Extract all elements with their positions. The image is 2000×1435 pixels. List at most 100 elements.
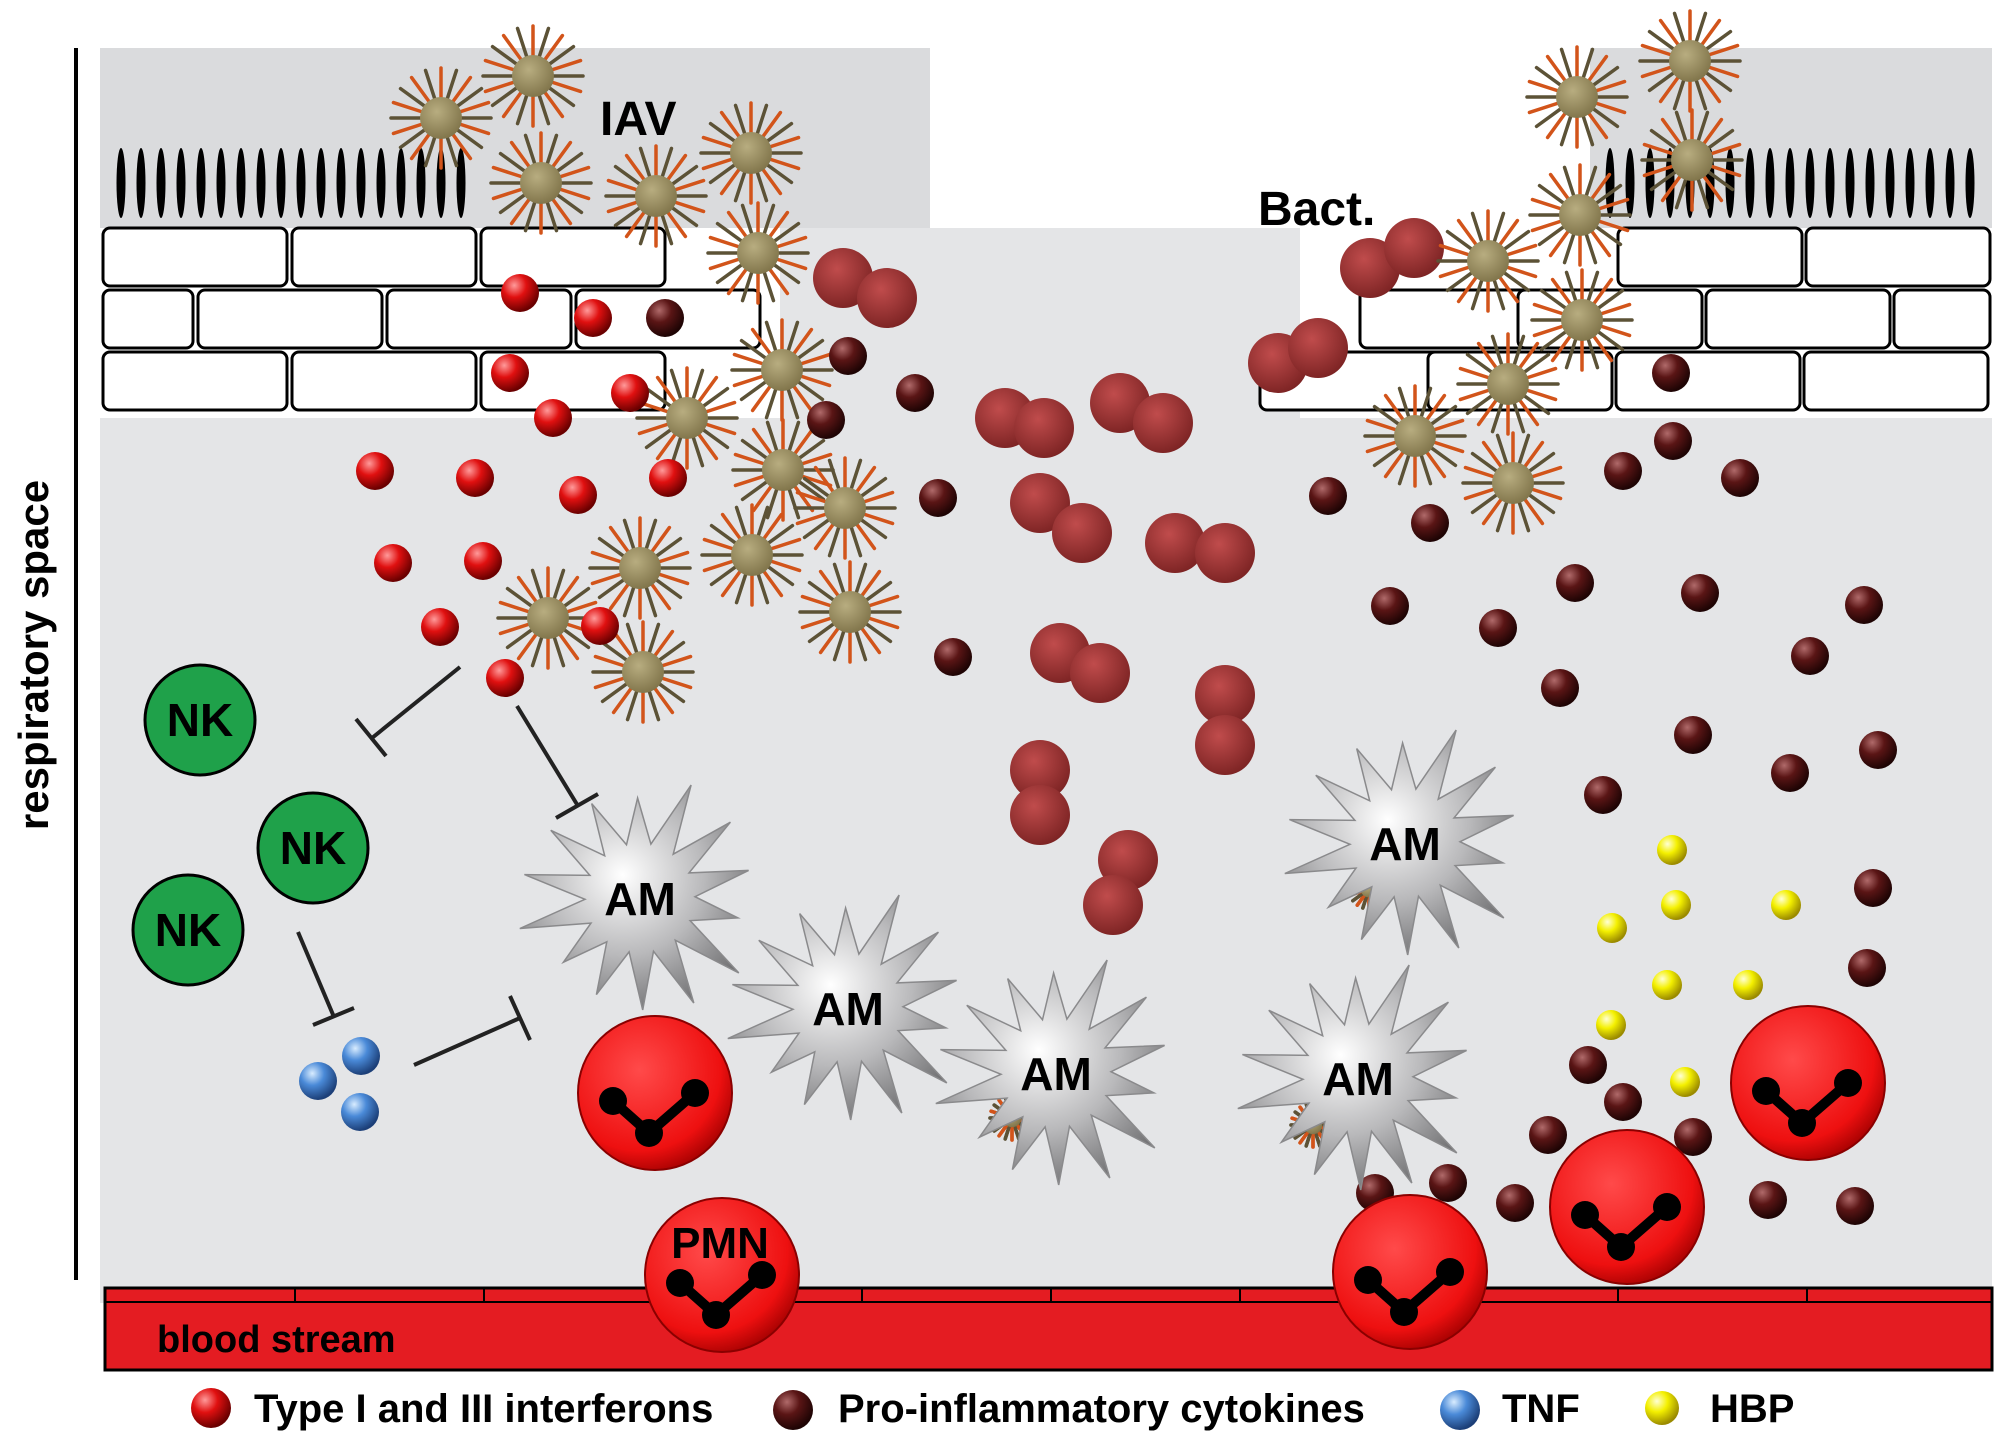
cytokine-27	[1529, 1116, 1567, 1154]
svg-text:AM: AM	[604, 873, 676, 925]
virus-13	[798, 560, 902, 664]
svg-text:AM: AM	[812, 983, 884, 1035]
blood-stream-label: blood stream	[157, 1319, 396, 1361]
tnf-3	[341, 1093, 379, 1131]
cytokine-9	[1652, 354, 1690, 392]
cytokine-24	[1854, 869, 1892, 907]
legend-tnf: TNF	[1440, 1387, 1580, 1431]
interferon-6	[356, 452, 394, 490]
hbp-7	[1596, 1010, 1626, 1040]
neutrophil-2	[644, 1197, 800, 1353]
svg-text:NK: NK	[280, 822, 346, 874]
hbp-1	[1657, 835, 1687, 865]
bacterium-1	[813, 248, 917, 328]
cytokine-6	[934, 638, 972, 676]
svg-text:AM: AM	[1322, 1053, 1394, 1105]
svg-text:Pro-inflammatory cytokines: Pro-inflammatory cytokines	[838, 1387, 1365, 1431]
legend: Type I and III interferons Pro-inflammat…	[191, 1387, 1794, 1431]
interferon-11	[464, 542, 502, 580]
svg-text:Type I and III interferons: Type I and III interferons	[254, 1387, 713, 1431]
legend-cytokines: Pro-inflammatory cytokines	[773, 1387, 1365, 1431]
cytokine-34	[1836, 1187, 1874, 1225]
svg-text:NK: NK	[155, 904, 221, 956]
bacterium-7	[1145, 513, 1255, 583]
bacterium-3	[1090, 373, 1193, 453]
cytokine-21	[1859, 731, 1897, 769]
cytokine-31	[1429, 1164, 1467, 1202]
ifn-inhibits-am-arrow	[515, 704, 599, 820]
alveolar-macrophage-4: AM	[1284, 729, 1514, 956]
virus-22	[1456, 332, 1560, 436]
alveolar-macrophage-3: AM	[935, 959, 1165, 1186]
tnf-1	[342, 1037, 380, 1075]
virus-18	[1640, 108, 1744, 212]
hbp-8	[1670, 1067, 1700, 1097]
interferon-13	[581, 607, 619, 645]
svg-text:AM: AM	[1020, 1048, 1092, 1100]
cytokine-11	[1604, 452, 1642, 490]
svg-text:HBP: HBP	[1710, 1387, 1794, 1431]
virus-19	[1528, 163, 1632, 267]
legend-ifn: Type I and III interferons	[191, 1387, 713, 1431]
cytokine-8	[1411, 504, 1449, 542]
svg-text:TNF: TNF	[1502, 1387, 1580, 1431]
bacteria-label: Bact.	[1258, 183, 1375, 236]
tnf-inhibits-am-arrow	[413, 995, 532, 1067]
virus-8	[635, 366, 739, 470]
cytokine-25	[1848, 949, 1886, 987]
alveolar-macrophage-layer: AM AM AM AM AM	[519, 729, 1514, 1191]
virus-6	[706, 201, 810, 305]
cilia-left	[116, 148, 466, 218]
interferon-1	[501, 274, 539, 312]
interferon-10	[374, 544, 412, 582]
cytokine-33	[1749, 1181, 1787, 1219]
bacteria-layer	[813, 218, 1444, 935]
interferon-4	[534, 399, 572, 437]
virus-21	[1530, 268, 1634, 372]
cytokine-5	[919, 479, 957, 517]
inhibition-arrows	[296, 665, 599, 1067]
cytokine-15	[1556, 564, 1594, 602]
alveolar-macrophage-1: AM	[519, 784, 749, 1011]
interferon-5	[611, 374, 649, 412]
nk-inhibits-tnf-arrow	[296, 931, 355, 1027]
pmn-label: PMN	[671, 1219, 769, 1268]
interferon-7	[456, 459, 494, 497]
cytokine-10	[1654, 422, 1692, 460]
bacterium-9	[1195, 665, 1255, 775]
cytokine-13	[1371, 587, 1409, 625]
cytokine-14	[1479, 609, 1517, 647]
cytokine-32	[1496, 1184, 1534, 1222]
cytokine-18	[1791, 637, 1829, 675]
cytokine-16	[1681, 574, 1719, 612]
cytokine-23	[1584, 776, 1622, 814]
cytokine-22	[1771, 754, 1809, 792]
interferon-12	[421, 608, 459, 646]
hbp-4	[1771, 890, 1801, 920]
virus-11	[700, 503, 804, 607]
interferon-14	[486, 659, 524, 697]
legend-hbp: HBP	[1645, 1387, 1794, 1431]
virus-10	[793, 456, 897, 560]
alveolar-macrophage-2: AM	[727, 894, 957, 1121]
cytokine-29	[1674, 1118, 1712, 1156]
cytokine-7	[1309, 477, 1347, 515]
virus-24	[1461, 431, 1565, 535]
virus-3	[489, 131, 593, 235]
neutrophil-5	[1730, 1005, 1886, 1161]
bacterium-2	[975, 388, 1074, 458]
virus-14	[496, 566, 600, 670]
cytokine-19	[1541, 669, 1579, 707]
bacterium-5	[1340, 218, 1444, 298]
nk-cell-1: NK	[143, 663, 257, 777]
epithelial-breach-background	[780, 228, 1300, 418]
virus-4	[604, 144, 708, 248]
interferon-3	[491, 354, 529, 392]
bacterium-6	[1010, 473, 1112, 563]
hbp-2	[1661, 890, 1691, 920]
cytokine-1	[646, 299, 684, 337]
hbp-5	[1652, 970, 1682, 1000]
bacterium-8	[1030, 623, 1130, 703]
interferon-9	[649, 459, 687, 497]
interferon-8	[559, 476, 597, 514]
